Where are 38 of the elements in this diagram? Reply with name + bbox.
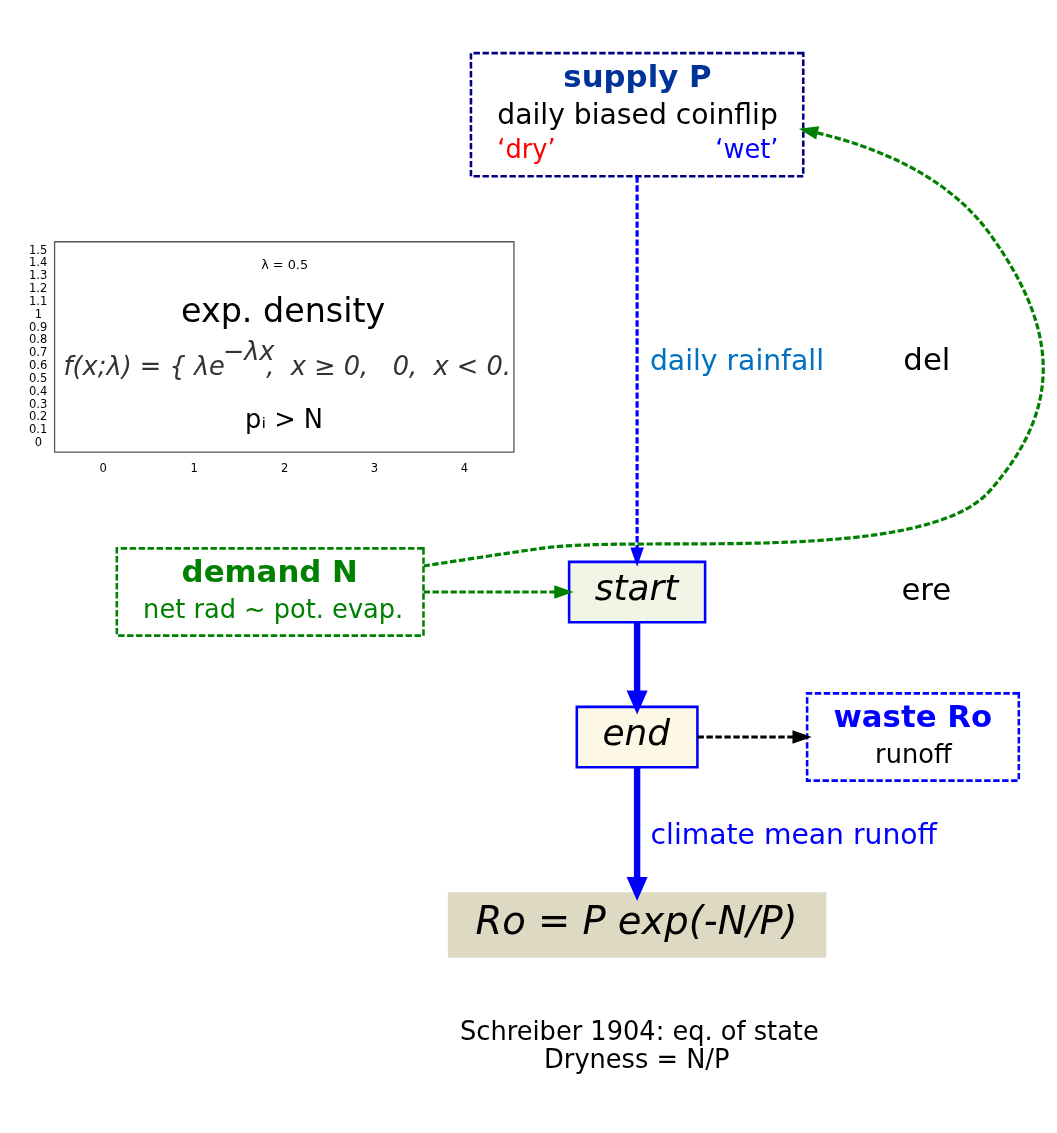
arrow: [423, 584, 574, 599]
node-label: 1.3: [28, 267, 48, 282]
node-label: 0.9: [28, 319, 48, 334]
node-label: 0.1: [28, 421, 48, 436]
node-label: Schreiber 1904: eq. of state: [460, 1015, 819, 1046]
node-label: 0.2: [28, 408, 48, 423]
label: ere: [901, 570, 952, 607]
node-box: waste Ro runoff: [805, 691, 1021, 782]
label: del: [903, 340, 951, 377]
node-box: end: [575, 705, 699, 768]
arrow: [626, 621, 648, 715]
node-label: 0.4: [28, 383, 48, 398]
arrow: [697, 729, 812, 744]
node-label: 1.1: [28, 293, 48, 308]
node-label: 0: [99, 460, 107, 475]
node-label: 0.3: [28, 396, 48, 411]
node-label: 0.6: [28, 357, 48, 372]
node-label: 1.4: [28, 254, 48, 269]
node-label: 0.5: [28, 370, 48, 385]
node-label: 3: [370, 460, 379, 475]
node-label: 2: [281, 460, 289, 475]
node-box: supply P daily biased coinflip ‘dry’ ‘wet’: [469, 51, 805, 178]
node-label: 1.5: [28, 242, 48, 257]
arrow: [626, 766, 648, 901]
node-label: 1: [34, 306, 43, 321]
node-label: 1.2: [28, 280, 48, 295]
node-label: 0: [34, 434, 43, 449]
node-label: 0.7: [28, 344, 48, 359]
edge-label: daily rainfall: [649, 343, 825, 377]
node-box: Ro = P exp(-N/P): [447, 891, 827, 958]
arrow: [630, 176, 644, 567]
arrow: [423, 125, 1045, 568]
node-label: 0.8: [28, 331, 48, 346]
edge-label: climate mean runoff: [650, 817, 938, 851]
node-box: start: [567, 560, 707, 623]
node-box: demand N net rad ~ pot. evap.: [115, 546, 425, 637]
node-label: 1: [190, 460, 198, 475]
node-label: 4: [460, 460, 469, 475]
